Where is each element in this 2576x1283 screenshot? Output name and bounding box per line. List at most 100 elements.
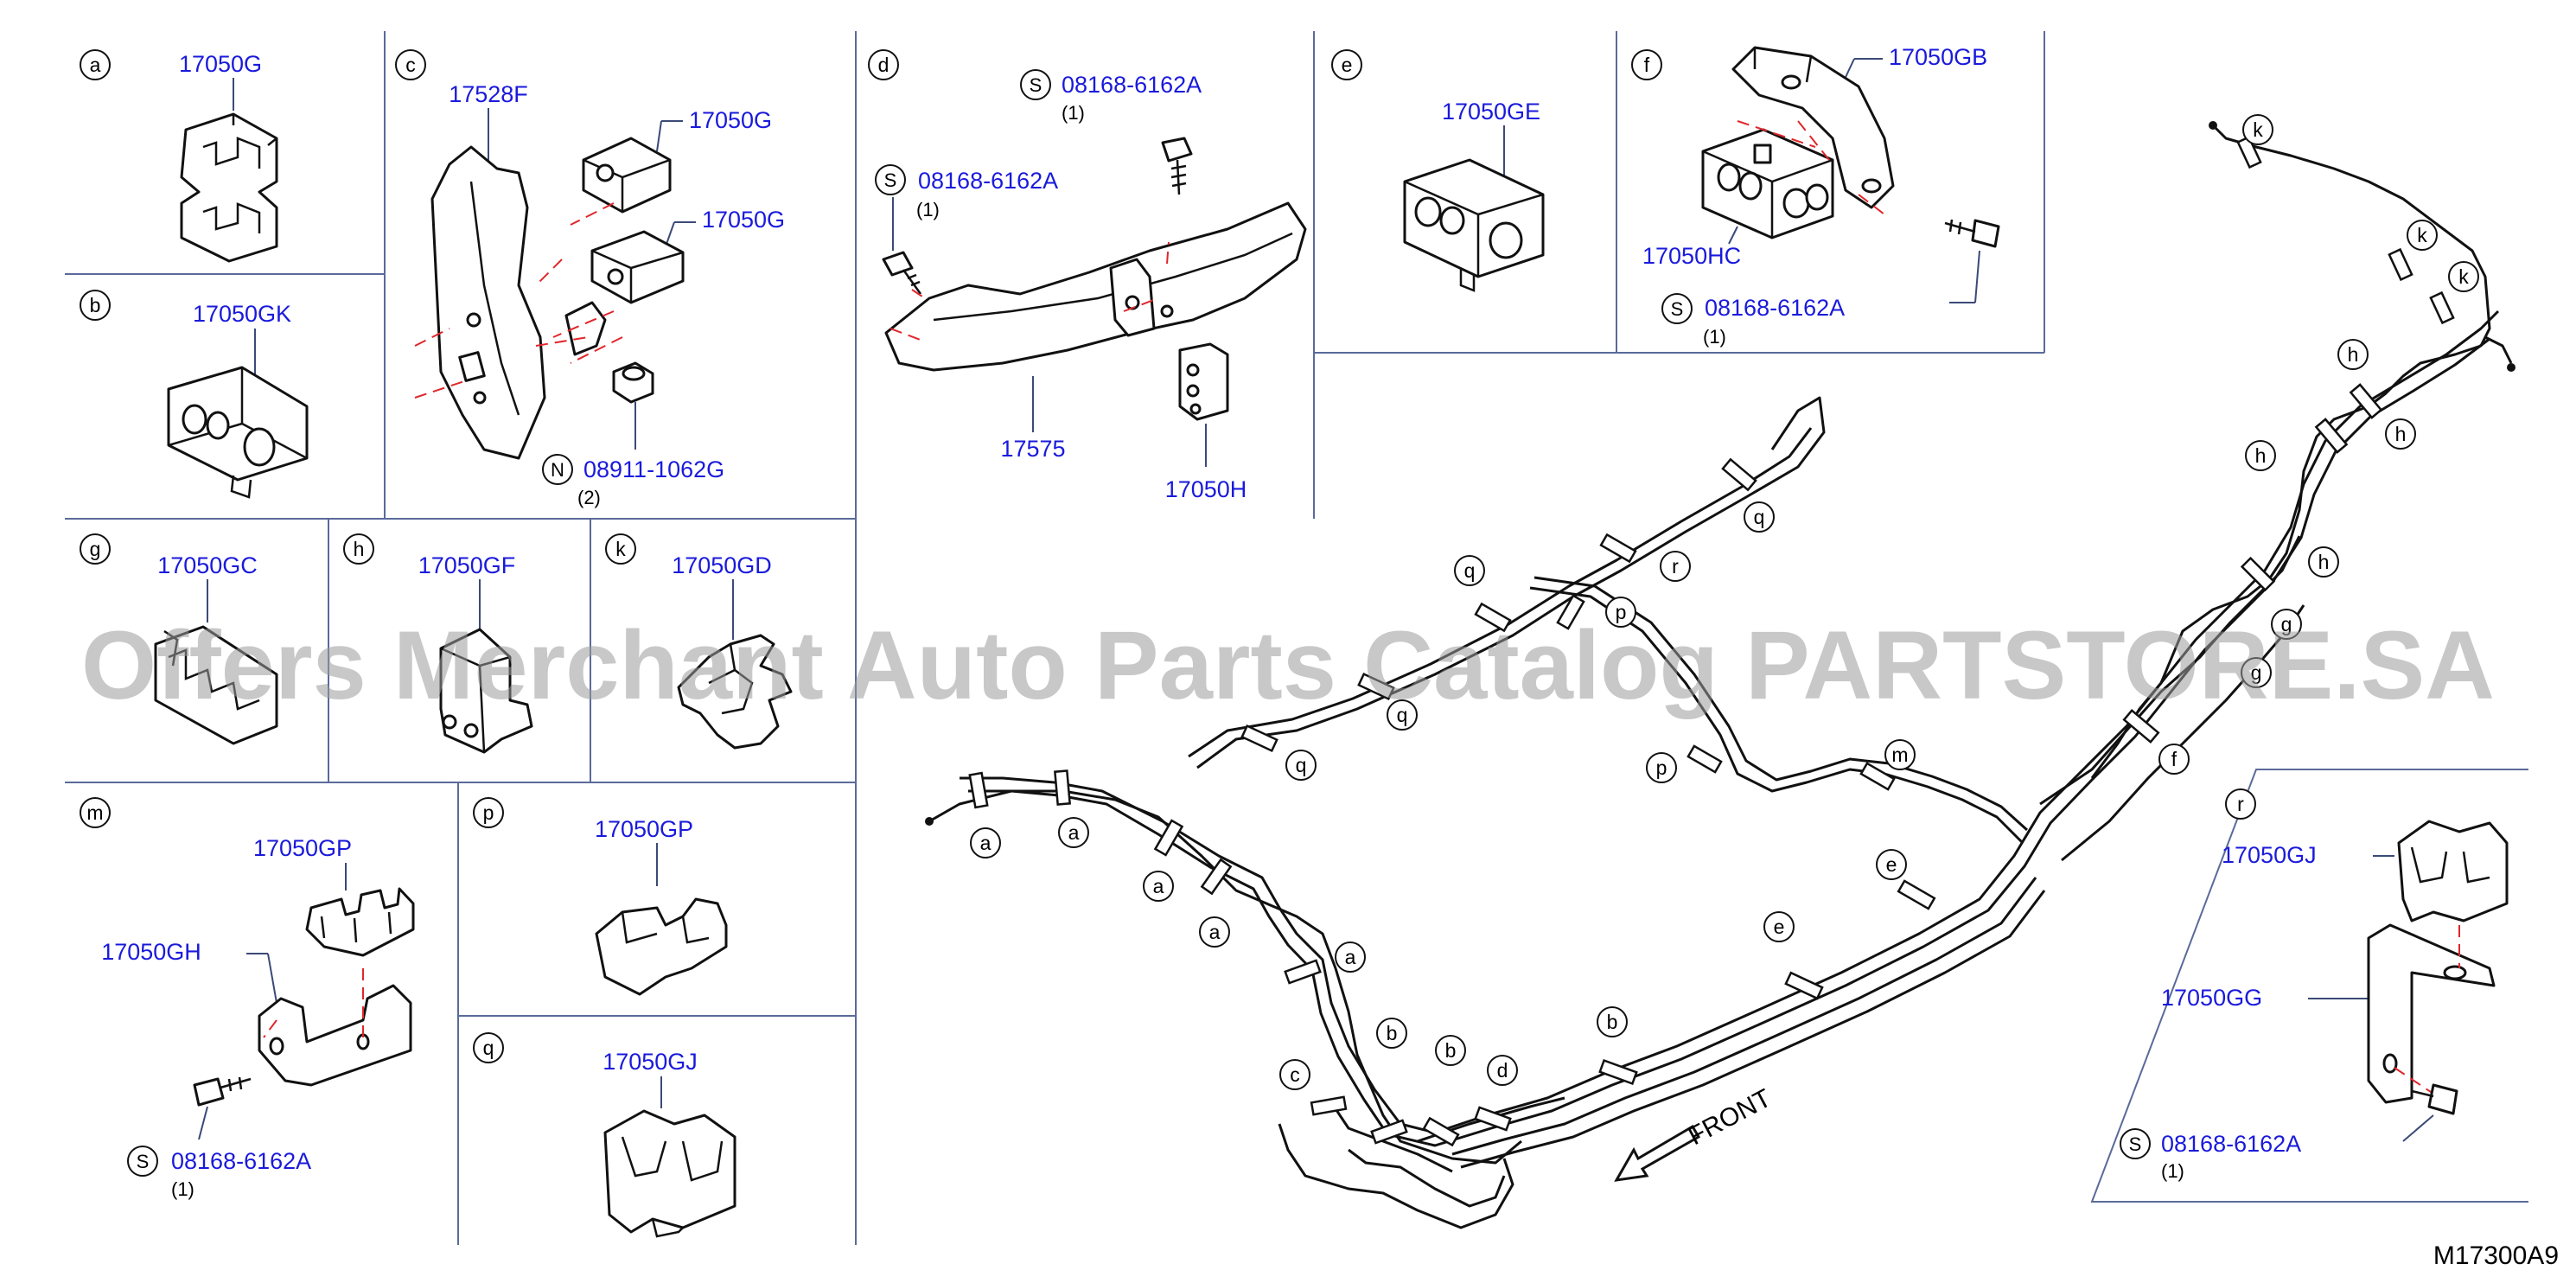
- clip-17050GJ-r-illustration: [2397, 820, 2509, 922]
- svg-text:d: d: [878, 54, 889, 76]
- clip-17050G-illustration: [180, 112, 278, 263]
- clip-17050G-lower-illustration: [590, 230, 685, 304]
- routing-callouts: a a a a a c b b d b e e f g h h h h k k …: [970, 114, 2479, 1090]
- part-number-17050H[interactable]: 17050H: [1165, 476, 1247, 502]
- panel-letter-f: [1631, 49, 1662, 80]
- part-number-17050GJ-r[interactable]: 17050GJ: [2222, 842, 2317, 868]
- part-number-17050GH[interactable]: 17050GH: [101, 939, 201, 965]
- clip-17050GF-illustration: [439, 628, 533, 754]
- bracket-17575-illustration: [884, 201, 1307, 372]
- part-number-17050GB[interactable]: 17050GB: [1889, 44, 1987, 70]
- panel-k: k 17050GD: [605, 533, 793, 750]
- clip-17050GD-illustration: [677, 634, 793, 750]
- part-number-08168-6162A-m[interactable]: 08168-6162A: [171, 1148, 311, 1174]
- clip-17050H-illustration: [1178, 342, 1229, 421]
- part-number-17050GE[interactable]: 17050GE: [1442, 99, 1540, 124]
- part-number-17050G-upper[interactable]: 17050G: [689, 107, 772, 133]
- part-number-17050GP-m[interactable]: 17050GP: [253, 835, 352, 861]
- panel-letter-g: [80, 533, 111, 565]
- svg-text:b: b: [1607, 1011, 1618, 1033]
- svg-text:a: a: [90, 54, 101, 76]
- part-number-17050GF[interactable]: 17050GF: [418, 552, 516, 578]
- svg-text:r: r: [1672, 555, 1679, 578]
- panel-f: f 17050GB 17050HC S 08168-6162A: [1631, 44, 2000, 348]
- bolt-f-illustration: [1944, 219, 2000, 248]
- clip-17050GB-illustration: [1731, 46, 1895, 209]
- svg-text:k: k: [2417, 224, 2427, 246]
- part-number-17050GG[interactable]: 17050GG: [2161, 985, 2262, 1011]
- part-number-17050GJ-q[interactable]: 17050GJ: [603, 1049, 698, 1075]
- svg-text:g: g: [90, 538, 101, 560]
- panel-g: g 17050GC: [80, 533, 278, 745]
- clip-17050GC-illustration: [154, 625, 278, 745]
- svg-text:S: S: [2129, 1133, 2142, 1155]
- svg-text:p: p: [1656, 756, 1667, 779]
- clip-17050GP-p-illustration: [595, 897, 728, 996]
- svg-text:r: r: [2237, 793, 2244, 815]
- panel-letter-q: [473, 1032, 504, 1063]
- clip-17050G-upper-illustration: [582, 137, 672, 214]
- svg-text:q: q: [483, 1037, 494, 1059]
- svg-text:e: e: [1774, 916, 1785, 938]
- panel-letter-a: [80, 49, 111, 80]
- svg-text:e: e: [1886, 853, 1897, 876]
- svg-text:q: q: [1397, 704, 1408, 726]
- svg-text:(1): (1): [171, 1178, 194, 1200]
- diagram-code: M17300A9: [2433, 1242, 2559, 1270]
- svg-text:N: N: [551, 459, 564, 481]
- svg-text:k: k: [615, 538, 626, 560]
- clip-17050GK-illustration: [167, 366, 309, 499]
- svg-text:h: h: [2395, 423, 2407, 445]
- part-number-08168-6162A-d-left[interactable]: 08168-6162A: [918, 168, 1058, 194]
- part-number-08168-6162A-d-upper[interactable]: 08168-6162A: [1062, 72, 1202, 98]
- svg-text:g: g: [2251, 661, 2262, 684]
- panel-letter-d: [868, 49, 899, 80]
- svg-text:p: p: [483, 801, 494, 824]
- watermark-text: Offers Merchant Auto Parts Catalog PARTS…: [81, 611, 2495, 719]
- svg-text:p: p: [1616, 601, 1627, 623]
- part-number-17050G-lower[interactable]: 17050G: [702, 207, 785, 233]
- svg-text:(1): (1): [916, 199, 940, 220]
- panel-q: q 17050GJ: [473, 1032, 736, 1238]
- part-number-17050GD[interactable]: 17050GD: [672, 552, 772, 578]
- svg-text:(1): (1): [1062, 102, 1085, 124]
- part-number-17050GK[interactable]: 17050GK: [193, 301, 291, 327]
- svg-text:k: k: [2458, 265, 2469, 288]
- panel-letter-p: [473, 797, 504, 828]
- part-number-17575[interactable]: 17575: [1000, 436, 1065, 462]
- svg-text:g: g: [2281, 613, 2292, 635]
- svg-text:(1): (1): [2161, 1160, 2184, 1182]
- part-number-17050HC[interactable]: 17050HC: [1642, 243, 1741, 269]
- svg-text:q: q: [1464, 559, 1476, 582]
- svg-text:m: m: [86, 801, 103, 824]
- clip-17050GE-illustration: [1403, 158, 1545, 292]
- panel-letter-c: [395, 49, 426, 80]
- bolt-d-upper-illustration: [1161, 137, 1193, 195]
- bracket-17050GH-illustration: [258, 984, 412, 1087]
- panel-h: h 17050GF: [343, 533, 533, 754]
- clip-17050HC-illustration: [1701, 128, 1834, 239]
- svg-text:a: a: [1345, 946, 1356, 968]
- svg-text:h: h: [2318, 551, 2330, 573]
- pipe-clip-markers: [968, 135, 2455, 1147]
- svg-text:f: f: [1644, 54, 1650, 76]
- panel-b: b 17050GK: [80, 290, 309, 499]
- nut-08911-1062G-illustration: [612, 361, 654, 404]
- svg-text:S: S: [884, 169, 897, 191]
- svg-text:c: c: [1290, 1063, 1300, 1086]
- part-number-17050GC[interactable]: 17050GC: [157, 552, 258, 578]
- bolt-d-left-illustration: [882, 251, 922, 295]
- part-number-17050GP-p[interactable]: 17050GP: [595, 816, 693, 842]
- svg-text:f: f: [2171, 748, 2177, 770]
- svg-text:h: h: [2255, 444, 2267, 467]
- part-number-08168-6162A-r[interactable]: 08168-6162A: [2161, 1131, 2301, 1157]
- part-number-08911-1062G[interactable]: 08911-1062G: [583, 456, 724, 482]
- bolt-m-illustration: [193, 1076, 252, 1107]
- svg-text:m: m: [1891, 744, 1908, 766]
- part-number-17050G[interactable]: 17050G: [179, 51, 262, 77]
- panel-letter-h: [343, 533, 374, 565]
- part-number-08168-6162A-f[interactable]: 08168-6162A: [1705, 295, 1845, 321]
- part-number-17528F[interactable]: 17528F: [449, 81, 528, 107]
- svg-text:a: a: [1153, 875, 1164, 897]
